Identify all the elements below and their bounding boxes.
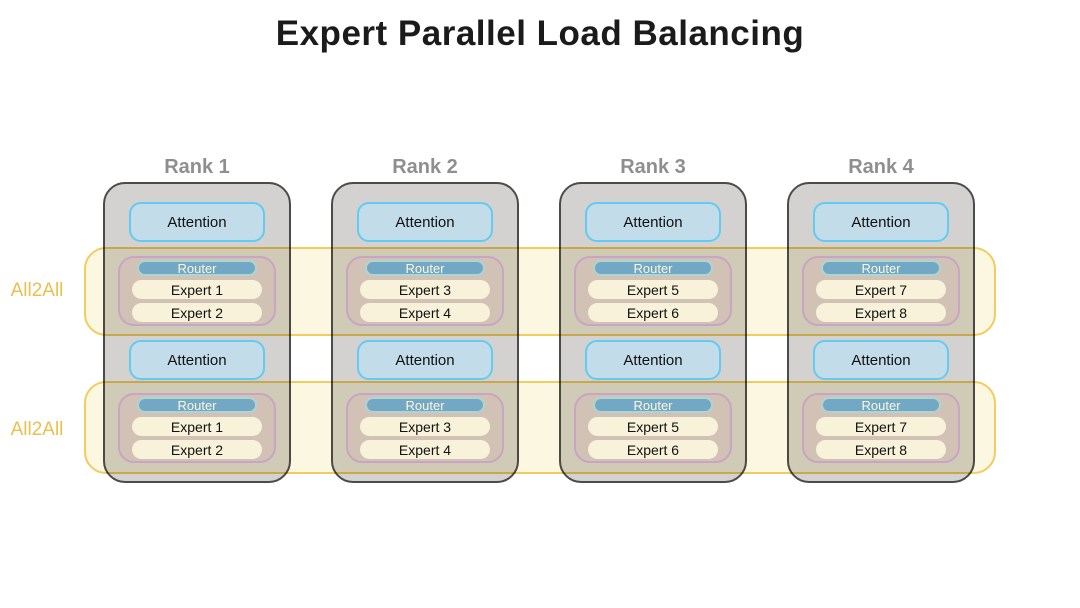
attention-block: Attention [585, 202, 721, 242]
attention-block: Attention [813, 340, 949, 380]
moe-block: Router Expert 5 Expert 6 [574, 393, 732, 463]
expert-block: Expert 7 [816, 280, 946, 299]
all2all-label-2: All2All [10, 419, 64, 440]
rank-label: Rank 4 [848, 156, 914, 178]
expert-block: Expert 2 [132, 303, 262, 322]
device-box: Attention Router Expert 7 Expert 8 Atten… [787, 182, 975, 483]
rank-label: Rank 1 [164, 156, 230, 178]
expert-block: Expert 2 [132, 440, 262, 459]
attention-block: Attention [129, 202, 265, 242]
all2all-label-1: All2All [10, 280, 64, 301]
moe-block: Router Expert 1 Expert 2 [118, 393, 276, 463]
expert-block: Expert 1 [132, 280, 262, 299]
router-block: Router [365, 260, 485, 276]
expert-block: Expert 6 [588, 303, 718, 322]
attention-block: Attention [813, 202, 949, 242]
moe-block: Router Expert 7 Expert 8 [802, 256, 960, 326]
rank-label: Rank 3 [620, 156, 686, 178]
router-block: Router [593, 397, 713, 413]
attention-block: Attention [585, 340, 721, 380]
rank-column-2: Rank 2 Attention Router Expert 3 Expert … [331, 156, 519, 483]
moe-block: Router Expert 3 Expert 4 [346, 256, 504, 326]
expert-block: Expert 4 [360, 303, 490, 322]
device-box: Attention Router Expert 1 Expert 2 Atten… [103, 182, 291, 483]
rank-label: Rank 2 [392, 156, 458, 178]
expert-block: Expert 8 [816, 303, 946, 322]
router-block: Router [821, 397, 941, 413]
attention-block: Attention [357, 340, 493, 380]
expert-block: Expert 5 [588, 280, 718, 299]
device-box: Attention Router Expert 3 Expert 4 Atten… [331, 182, 519, 483]
moe-block: Router Expert 7 Expert 8 [802, 393, 960, 463]
router-block: Router [593, 260, 713, 276]
router-block: Router [137, 397, 257, 413]
device-box: Attention Router Expert 5 Expert 6 Atten… [559, 182, 747, 483]
expert-block: Expert 4 [360, 440, 490, 459]
moe-block: Router Expert 5 Expert 6 [574, 256, 732, 326]
expert-block: Expert 5 [588, 417, 718, 436]
rank-column-3: Rank 3 Attention Router Expert 5 Expert … [559, 156, 747, 483]
expert-block: Expert 3 [360, 280, 490, 299]
expert-block: Expert 1 [132, 417, 262, 436]
moe-block: Router Expert 1 Expert 2 [118, 256, 276, 326]
router-block: Router [365, 397, 485, 413]
router-block: Router [137, 260, 257, 276]
expert-block: Expert 7 [816, 417, 946, 436]
router-block: Router [821, 260, 941, 276]
attention-block: Attention [129, 340, 265, 380]
diagram-title: Expert Parallel Load Balancing [275, 14, 805, 53]
expert-block: Expert 3 [360, 417, 490, 436]
expert-block: Expert 6 [588, 440, 718, 459]
attention-block: Attention [357, 202, 493, 242]
moe-block: Router Expert 3 Expert 4 [346, 393, 504, 463]
expert-block: Expert 8 [816, 440, 946, 459]
rank-column-1: Rank 1 Attention Router Expert 1 Expert … [103, 156, 291, 483]
rank-column-4: Rank 4 Attention Router Expert 7 Expert … [787, 156, 975, 483]
